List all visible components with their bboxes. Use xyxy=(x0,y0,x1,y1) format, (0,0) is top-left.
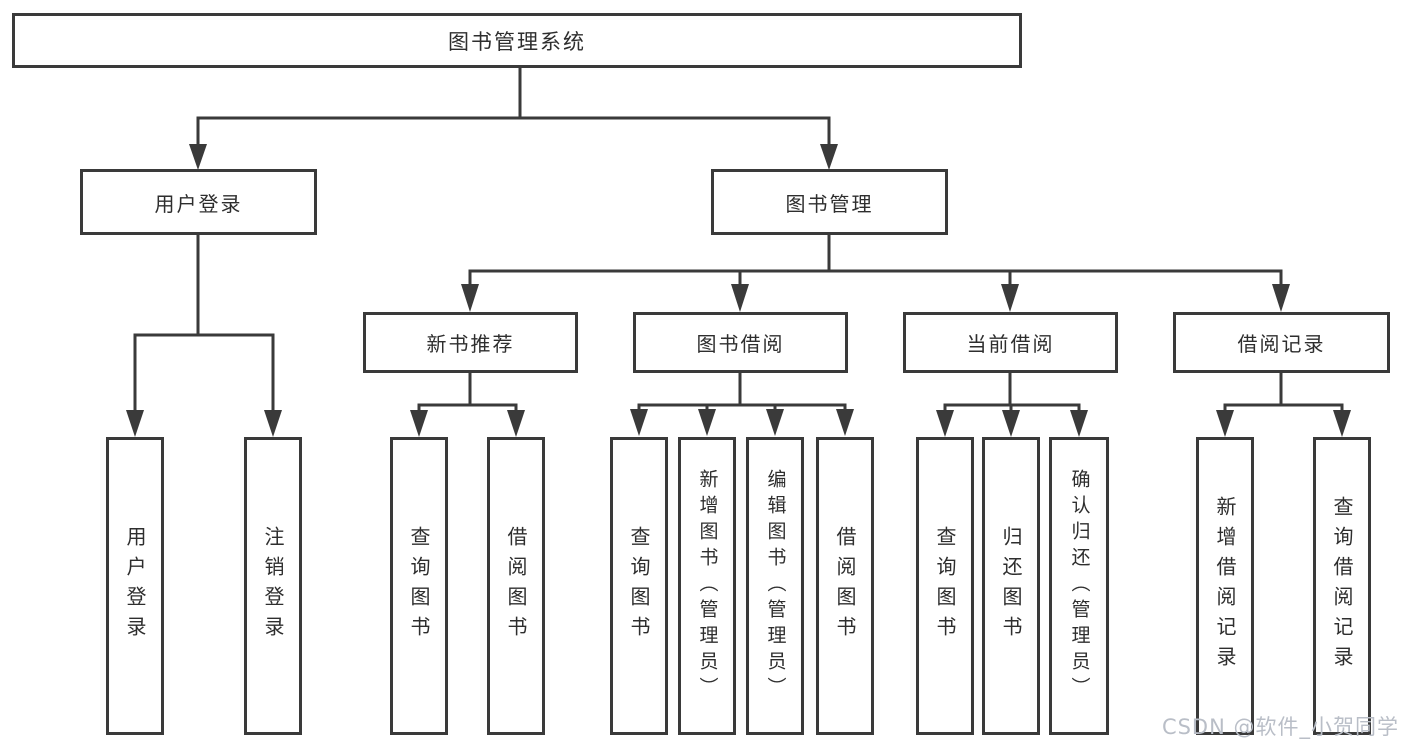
leaf-current-query-books: 查询图书 xyxy=(916,437,974,735)
node-label: 图书管理系统 xyxy=(448,29,586,54)
connector-borrow-records-to-leaves xyxy=(1216,373,1351,437)
leaf-current-confirm-return-admin: 确认归还（管理员） xyxy=(1049,437,1109,735)
leaf-borrow-add-books-admin: 新增图书（管理员） xyxy=(678,437,736,735)
node-label: 图书管理 xyxy=(785,191,874,216)
node-label: 编辑图书（管理员） xyxy=(764,469,787,703)
node-label: 借阅图书 xyxy=(833,526,857,646)
connector-current-borrow-to-leaves xyxy=(936,373,1088,437)
connector-user-login-to-leaves xyxy=(126,235,282,437)
node-label: 新增图书（管理员） xyxy=(696,469,719,703)
node-label: 查询图书 xyxy=(407,526,431,646)
connector-root-to-level2 xyxy=(189,68,838,170)
node-label: 归还图书 xyxy=(999,526,1023,646)
node-label: 新增借阅记录 xyxy=(1213,496,1237,676)
node-label: 用户登录 xyxy=(154,191,243,216)
csdn-watermark: CSDN @软件_小贺同学 xyxy=(1161,715,1399,739)
node-label: 图书借阅 xyxy=(696,332,785,356)
connector-book-borrow-to-leaves xyxy=(630,373,854,436)
node-book-management: 图书管理 xyxy=(711,169,948,235)
node-label: 查询借阅记录 xyxy=(1330,496,1354,676)
connector-book-management-to-level3 xyxy=(461,235,1290,312)
leaf-user-login: 用户登录 xyxy=(106,437,164,735)
leaf-newbooks-borrow-books: 借阅图书 xyxy=(487,437,545,735)
node-current-borrow: 当前借阅 xyxy=(903,312,1118,373)
node-label: 新书推荐 xyxy=(426,332,515,356)
node-book-borrow: 图书借阅 xyxy=(633,312,848,373)
leaf-records-query-record: 查询借阅记录 xyxy=(1313,437,1371,735)
node-label: 注销登录 xyxy=(261,526,285,646)
node-label: 借阅记录 xyxy=(1237,332,1326,356)
leaf-borrow-borrow-books: 借阅图书 xyxy=(816,437,874,735)
node-borrow-records: 借阅记录 xyxy=(1173,312,1390,373)
node-label: 当前借阅 xyxy=(966,332,1055,356)
leaf-logout: 注销登录 xyxy=(244,437,302,735)
connector-new-book-recommend-to-leaves xyxy=(410,373,525,437)
leaf-records-add-record: 新增借阅记录 xyxy=(1196,437,1254,735)
node-label: 用户登录 xyxy=(123,526,147,646)
leaf-borrow-query-books: 查询图书 xyxy=(610,437,668,735)
node-label: 借阅图书 xyxy=(504,526,528,646)
node-user-login: 用户登录 xyxy=(80,169,317,235)
node-new-book-recommend: 新书推荐 xyxy=(363,312,578,373)
node-label: 查询图书 xyxy=(627,526,651,646)
node-label: 查询图书 xyxy=(933,526,957,646)
leaf-newbooks-query-books: 查询图书 xyxy=(390,437,448,735)
node-label: 确认归还（管理员） xyxy=(1068,469,1091,703)
leaf-current-return-books: 归还图书 xyxy=(982,437,1040,735)
leaf-borrow-edit-books-admin: 编辑图书（管理员） xyxy=(746,437,804,735)
node-library-management-system: 图书管理系统 xyxy=(12,13,1022,68)
